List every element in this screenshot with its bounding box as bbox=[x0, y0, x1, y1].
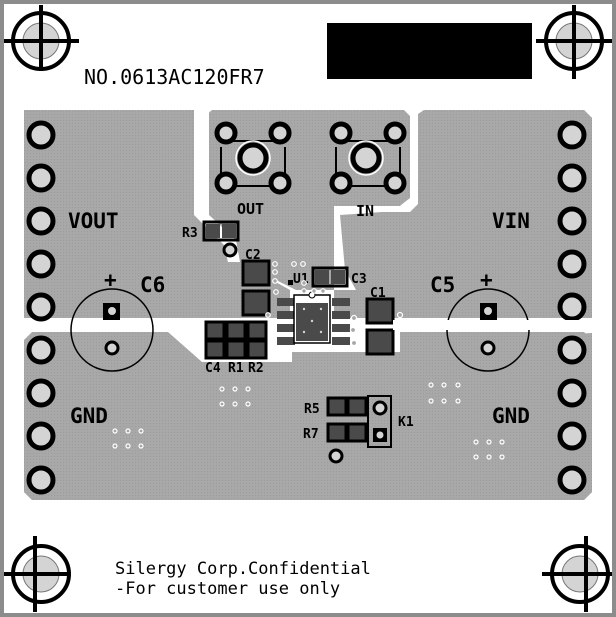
gnd-left-label: GND bbox=[70, 404, 108, 428]
c6-plus: + bbox=[104, 268, 117, 292]
r2-label: R2 bbox=[248, 361, 264, 376]
fiducial-top-left bbox=[4, 5, 79, 71]
c1-label: C1 bbox=[370, 286, 386, 301]
label-block bbox=[327, 23, 532, 79]
c5-label: C5 bbox=[430, 273, 455, 297]
u1-label: U1 bbox=[293, 272, 309, 287]
ic-u1 bbox=[277, 280, 350, 345]
gnd-vias bbox=[112, 382, 505, 460]
connector-in bbox=[329, 121, 407, 195]
vin-trace bbox=[393, 320, 592, 330]
left-terminal-holes bbox=[26, 120, 56, 495]
c5-plus: + bbox=[480, 268, 493, 292]
part-number: NO.0613AC120FR7 bbox=[84, 65, 265, 89]
vin-label: VIN bbox=[492, 209, 530, 233]
capacitor-c6 bbox=[70, 288, 154, 372]
fiducial-top-right bbox=[536, 5, 612, 79]
resistors-r5-r7 bbox=[326, 396, 368, 464]
c3-label: C3 bbox=[351, 272, 367, 287]
r1-label: R1 bbox=[228, 361, 244, 376]
r3-label: R3 bbox=[182, 226, 198, 241]
vout-label: VOUT bbox=[68, 209, 119, 233]
connector-out bbox=[214, 121, 292, 195]
confidential-line-2: -For customer use only bbox=[115, 579, 340, 599]
via bbox=[396, 311, 404, 319]
r7-label: R7 bbox=[303, 427, 319, 442]
vias-u1 bbox=[291, 261, 358, 347]
fiducial-bottom-left bbox=[4, 536, 71, 612]
r5-label: R5 bbox=[304, 402, 320, 417]
c2-label: C2 bbox=[245, 248, 261, 263]
confidential-line-1: Silergy Corp.Confidential bbox=[115, 559, 371, 579]
capacitor-c3 bbox=[311, 266, 349, 288]
gnd-right-label: GND bbox=[492, 404, 530, 428]
fiducial-bottom-right bbox=[542, 536, 612, 612]
jumper-k1 bbox=[367, 395, 392, 448]
connector-in-label: IN bbox=[356, 202, 374, 220]
resistor-r3 bbox=[202, 220, 240, 258]
capacitor-c1 bbox=[365, 297, 395, 356]
passives-c4-r1-r2 bbox=[203, 320, 269, 360]
vias-c2 bbox=[265, 261, 279, 318]
k1-label: K1 bbox=[398, 415, 414, 430]
right-terminal-holes bbox=[557, 120, 587, 495]
c6-label: C6 bbox=[140, 273, 165, 297]
connector-out-label: OUT bbox=[237, 200, 264, 218]
c4-label: C4 bbox=[205, 361, 221, 376]
capacitor-c2 bbox=[241, 259, 271, 317]
